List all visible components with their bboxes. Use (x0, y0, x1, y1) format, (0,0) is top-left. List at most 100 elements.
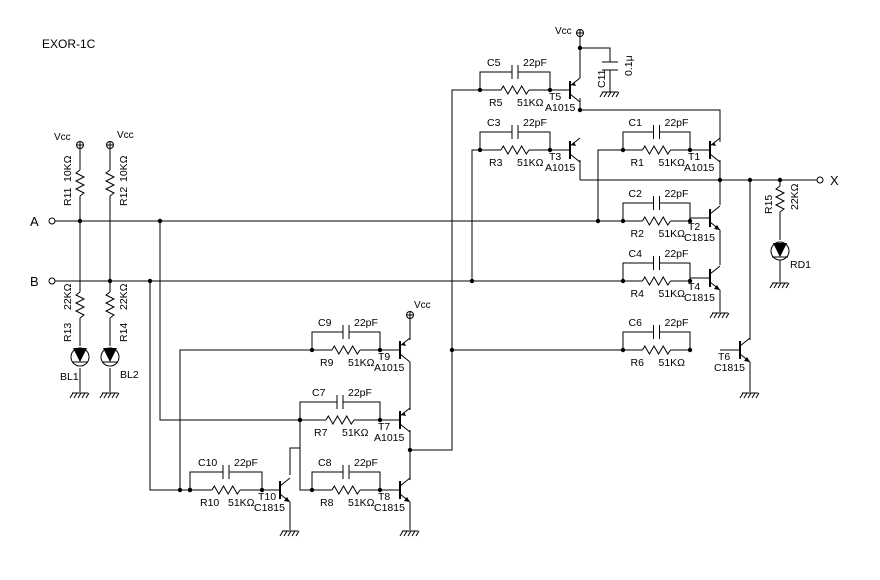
t1-label: T1 (688, 151, 700, 163)
t8-part: C1815 (374, 502, 405, 514)
c1-label: C1 (629, 117, 643, 129)
r2-value: 51KΩ (659, 228, 686, 240)
c3-value: 22pF (523, 117, 547, 129)
wiring (55, 36, 817, 530)
r12-label: R12 (118, 187, 130, 206)
transistors: T5A1015T3A1015T1A1015T2C1815T4C1815T6C18… (254, 77, 751, 514)
c3-label: C3 (487, 117, 501, 129)
t4-part: C1815 (684, 292, 715, 304)
t2-label: T2 (688, 221, 700, 233)
resistor-r5 (500, 84, 530, 96)
vcc-r12-label: Vcc (117, 130, 134, 141)
resistor-r13: R13 22KΩ (62, 283, 86, 342)
resistor-r11: R11 10KΩ (62, 155, 86, 206)
output-x-port: X (816, 173, 839, 188)
vcc-r12: Vcc (106, 130, 134, 149)
resistor-r3 (500, 144, 530, 156)
collector-lead (709, 265, 721, 275)
r9-label: R9 (320, 357, 334, 369)
resistor-r4 (642, 275, 671, 287)
t8-label: T8 (378, 491, 390, 503)
r6-label: R6 (631, 357, 645, 369)
r9-value: 51KΩ (348, 357, 375, 369)
resistor-r12: R12 10KΩ (104, 155, 130, 206)
wire (349, 471, 381, 490)
wire (659, 262, 691, 281)
c7-label: C7 (312, 387, 326, 399)
wire (189, 471, 223, 490)
t9-part: A1015 (374, 362, 405, 374)
r2-label: R2 (631, 228, 645, 240)
capacitor-c11: C11 0.1μ (596, 55, 635, 98)
emitter-lead (569, 153, 581, 163)
r10-value: 51KΩ (228, 497, 255, 509)
input-a-port: A (30, 214, 56, 229)
r4-label: R4 (631, 288, 645, 300)
emitter-arrow (744, 357, 750, 362)
t10-part: C1815 (254, 502, 285, 514)
r3-label: R3 (489, 157, 503, 169)
wire (622, 331, 654, 350)
r8-label: R8 (320, 497, 334, 509)
r4-value: 51KΩ (659, 288, 686, 300)
diagram-title: EXOR-1C (42, 37, 96, 51)
bl2-label: BL2 (120, 369, 139, 381)
r7-value: 51KΩ (342, 427, 369, 439)
port-b-label: B (30, 274, 39, 289)
led-rd1: RD1 (769, 241, 811, 289)
c10-label: C10 (198, 457, 217, 469)
bl1-label: BL1 (60, 371, 79, 383)
r8-value: 51KΩ (348, 497, 375, 509)
r11-label: R11 (62, 187, 74, 206)
c9-value: 22pF (354, 317, 378, 329)
c11-label: C11 (596, 69, 608, 88)
wire (622, 202, 654, 221)
r15-value: 22KΩ (789, 183, 801, 210)
c2-value: 22pF (665, 188, 689, 200)
c7-value: 22pF (348, 387, 372, 399)
t3-label: T3 (549, 151, 561, 163)
r10-label: R10 (200, 497, 219, 509)
t3-part: A1015 (545, 162, 576, 174)
emitter-arrow (714, 285, 720, 290)
wire (479, 131, 512, 150)
wire (311, 471, 343, 490)
collector-lead (399, 477, 411, 487)
emitter-arrow (401, 412, 406, 416)
junction (477, 147, 483, 153)
c4-label: C4 (629, 248, 643, 260)
vcc-t9-label: Vcc (414, 300, 431, 311)
wire (229, 471, 263, 490)
r13-value: 22KΩ (62, 283, 74, 310)
wire (659, 331, 691, 350)
resistor-r1 (642, 144, 671, 156)
vcc-t9: Vcc (406, 300, 431, 319)
t7-label: T7 (378, 421, 390, 433)
t4-label: T4 (688, 281, 700, 293)
vcc-r11: Vcc (54, 132, 84, 149)
wire (622, 131, 654, 150)
emitter-arrow (404, 497, 410, 502)
c6-value: 22pF (665, 317, 689, 329)
c9-label: C9 (318, 317, 332, 329)
port-x-label: X (830, 173, 839, 188)
r14-value: 22KΩ (118, 283, 130, 310)
junction-dots (77, 45, 783, 493)
c8-label: C8 (318, 457, 332, 469)
junction (687, 278, 693, 284)
emitter-arrow (571, 142, 576, 146)
